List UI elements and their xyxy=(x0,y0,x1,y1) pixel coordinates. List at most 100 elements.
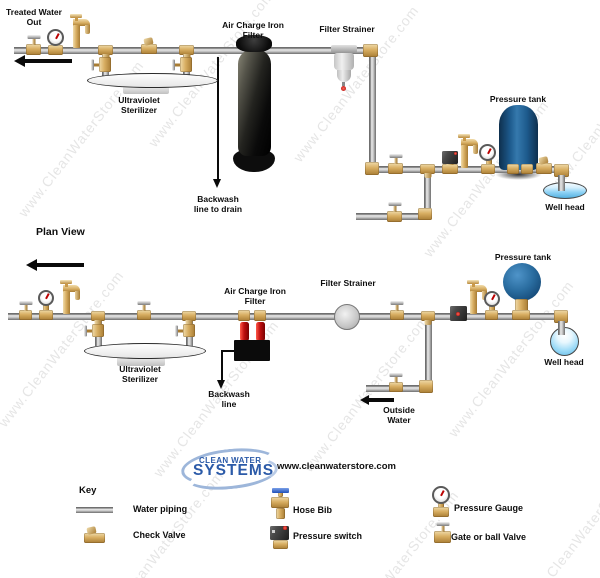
iron-filter-cap xyxy=(236,35,272,52)
filter-strainer-label: Filter Strainer xyxy=(319,24,375,34)
flow-direction-arrow-icon xyxy=(24,59,72,63)
well-head-top-view xyxy=(550,327,579,356)
uv-sterilizer-label: Ultraviolet Sterilizer xyxy=(118,95,160,116)
tank-fitting xyxy=(512,310,530,320)
branch-pipe xyxy=(424,173,431,210)
hose-bib-body xyxy=(271,497,289,508)
filter-port-red-cap xyxy=(256,322,265,341)
gate-valve-icon xyxy=(26,44,41,55)
hose-bib-icon xyxy=(70,14,96,48)
hose-bib-stem xyxy=(278,492,283,497)
logo-clean-water: CLEAN WATER xyxy=(199,456,262,465)
hose-bib-neck xyxy=(63,285,80,292)
uv-riser-valve-icon xyxy=(180,57,192,72)
pressure-tank-label: Pressure tank xyxy=(494,252,552,262)
iron-filter-top-view xyxy=(234,340,270,361)
hose-bib-neck xyxy=(461,139,478,146)
elbow-fitting xyxy=(554,310,568,323)
pressure-switch-dot xyxy=(272,530,275,533)
gauge-stem xyxy=(486,159,492,166)
logo-systems: SYSTEMS xyxy=(193,462,275,479)
strainer-taper xyxy=(337,70,351,82)
uv-sterilizer-body xyxy=(87,73,218,88)
pressure-gauge-icon xyxy=(432,486,450,504)
outside-water-arrow-icon xyxy=(368,398,394,402)
pressure-tank xyxy=(499,105,538,170)
check-valve-icon xyxy=(84,533,105,543)
hose-bib-riser xyxy=(73,25,80,48)
uv-riser-valve-icon xyxy=(183,324,195,337)
gauge-base-fitting xyxy=(481,164,495,174)
pressure-tank-label: Pressure tank xyxy=(489,94,547,104)
hose-bib-neck xyxy=(73,19,90,26)
tank-shadow xyxy=(495,169,542,180)
key-item-label: Gate or ball Valve xyxy=(451,532,527,542)
air-charge-filter-label: Air Charge Iron Filter xyxy=(222,20,284,41)
gate-valve-icon xyxy=(388,163,403,174)
website-url: www.cleanwaterstore.com xyxy=(277,461,396,472)
elbow-fitting xyxy=(238,310,250,321)
well-head xyxy=(543,182,587,199)
well-drop-pipe xyxy=(558,175,565,191)
tank-fitting xyxy=(515,299,528,312)
elbow-fitting xyxy=(554,164,569,177)
gate-ball-valve-icon xyxy=(434,531,451,543)
hose-bib-icon xyxy=(60,280,86,314)
uv-sterilizer-base xyxy=(117,357,165,366)
pressure-switch-icon xyxy=(270,526,289,540)
check-valve-icon xyxy=(536,163,552,174)
backwash-label: Backwash line xyxy=(208,389,250,410)
hose-bib-handle xyxy=(458,134,470,141)
pressure-switch-light xyxy=(454,152,457,155)
filter-strainer-label: Filter Strainer xyxy=(320,278,376,288)
drop-pipe xyxy=(369,55,376,167)
pressure-switch-light xyxy=(456,312,460,316)
backwash-drain-label: Backwash line to drain xyxy=(193,194,243,215)
hose-bib-handle xyxy=(60,280,72,287)
uv-sterilizer-label: Ultraviolet Sterilizer xyxy=(119,364,161,385)
tank-fitting xyxy=(507,164,519,174)
pressure-switch-light xyxy=(283,526,287,530)
gate-valve-icon xyxy=(387,211,402,222)
outside-water-label: Outside Water xyxy=(383,405,415,426)
gate-valve-icon xyxy=(389,382,403,392)
pressure-switch-base xyxy=(273,540,288,549)
backwash-line xyxy=(221,350,223,382)
gate-valve-icon xyxy=(137,310,151,320)
gauge-stem xyxy=(438,503,444,508)
backwash-arrow-icon xyxy=(217,380,225,389)
hose-bib-lower xyxy=(276,508,285,519)
backwash-arrow-icon xyxy=(213,179,221,188)
gauge-base-fitting xyxy=(433,507,449,517)
key-item-label: Water piping xyxy=(133,504,188,514)
well-head-label: Well head xyxy=(544,357,584,367)
hose-bib-riser xyxy=(470,291,477,314)
tee-fitting xyxy=(421,311,435,321)
key-item-label: Check Valve xyxy=(133,530,186,540)
gauge-stem xyxy=(43,304,49,312)
key-title: Key xyxy=(79,485,97,496)
elbow-fitting xyxy=(418,208,432,220)
hose-bib-riser xyxy=(461,145,468,168)
outside-water-drop-pipe xyxy=(425,319,432,383)
gauge-base-fitting xyxy=(48,45,63,55)
tee-fitting xyxy=(182,311,196,321)
flow-direction-arrow-icon xyxy=(36,263,84,267)
key-item-label: Pressure switch xyxy=(293,531,363,541)
gauge-base-fitting xyxy=(485,310,498,320)
elbow-fitting xyxy=(254,310,266,321)
pressure-switch-base xyxy=(442,164,458,174)
pressure-tank-top-view xyxy=(503,263,541,301)
well-head-label: Well head xyxy=(545,202,585,212)
hose-bib-riser xyxy=(63,291,70,314)
tee-fitting xyxy=(91,311,105,321)
hose-bib-spout xyxy=(473,145,478,154)
hose-bib-icon xyxy=(458,134,484,168)
elbow-fitting xyxy=(363,44,378,57)
watermark: www.CleanWaterStore.com xyxy=(300,312,432,475)
main-pipe xyxy=(14,47,378,54)
strainer-drain-stem xyxy=(342,82,345,86)
gate-valve-icon xyxy=(19,310,32,320)
uv-riser-valve-icon xyxy=(99,57,111,72)
lower-pipe xyxy=(371,166,563,173)
